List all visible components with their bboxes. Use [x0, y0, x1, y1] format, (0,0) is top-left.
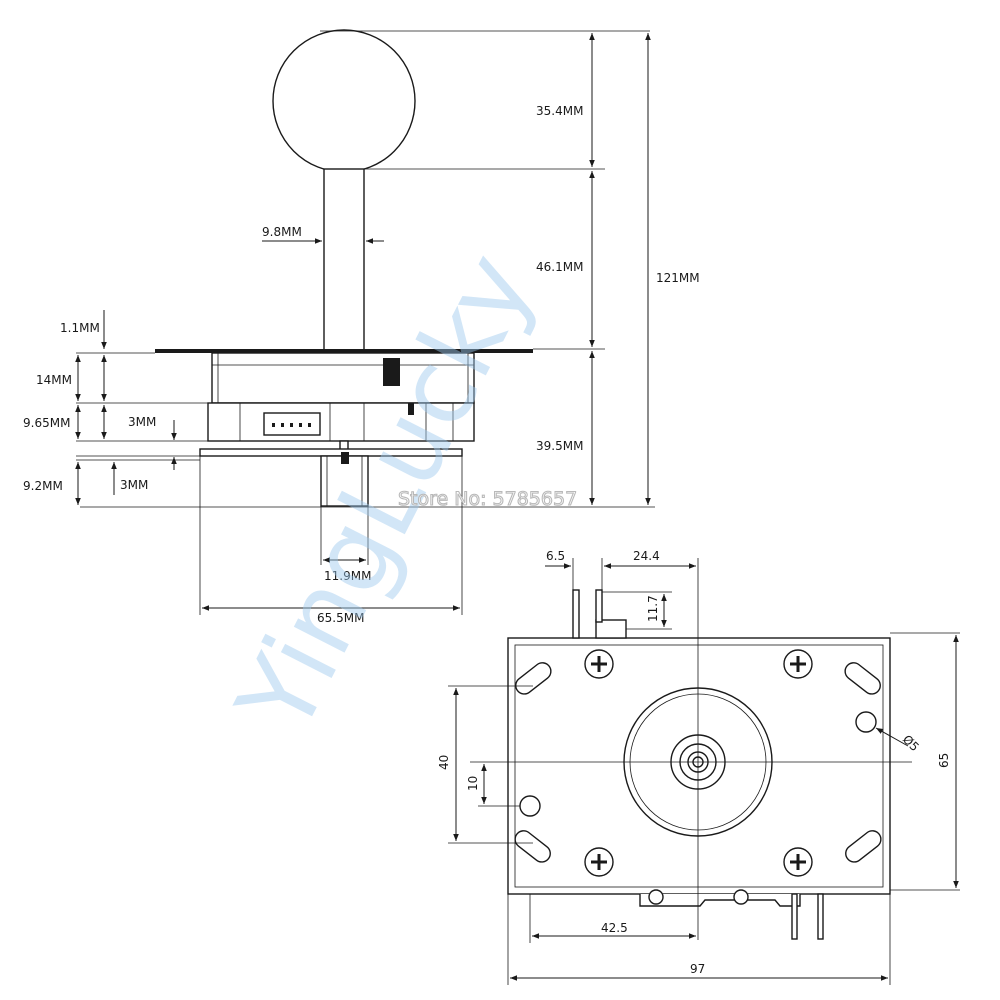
bottom-shaft-width-dimension: 11.9MM — [324, 569, 371, 583]
base-height-dimension: 39.5MM — [536, 439, 583, 453]
joystick-shaft — [323, 168, 365, 352]
screw-icon — [584, 847, 614, 877]
screw-icon — [783, 649, 813, 679]
total-height-dimension: 121MM — [656, 271, 700, 285]
tab-height-dimension: 11.7 — [646, 595, 660, 622]
bottom-view: 6.5 24.4 11.7 40 10 Ø5 65 42.5 97 — [437, 549, 960, 985]
gap-upper-dimension: 3MM — [128, 415, 156, 429]
tab-offset-dimension: 24.4 — [633, 549, 660, 563]
lower-body — [207, 402, 475, 442]
center-from-left-dimension: 42.5 — [601, 921, 628, 935]
joystick-ball — [272, 29, 416, 173]
store-watermark: Store No: 5785657 — [398, 488, 577, 510]
lower-body-dimension: 9.65MM — [23, 416, 70, 430]
mount-span-dimension: 40 — [437, 755, 451, 770]
plate-thickness-dimension: 1.1MM — [60, 321, 100, 335]
gap-lower-dimension: 3MM — [120, 478, 148, 492]
bottom-shaft — [320, 452, 369, 507]
screw-icon — [783, 847, 813, 877]
plate-width-dimension: 97 — [690, 962, 705, 976]
upper-body-dimension: 14MM — [36, 373, 72, 387]
plate-height-dimension: 65 — [937, 753, 951, 768]
screw-icon — [584, 649, 614, 679]
top-plate — [155, 349, 533, 353]
shaft-height-dimension: 46.1MM — [536, 260, 583, 274]
hole-diameter-dimension: Ø5 — [900, 732, 922, 754]
bottom-shaft-dimension: 9.2MM — [23, 479, 63, 493]
side-view: 35.4MM 9.8MM 46.1MM 121MM 1.1MM 14MM 9.6… — [23, 29, 700, 625]
ball-dimension: 35.4MM — [536, 104, 583, 118]
base-width-dimension: 65.5MM — [317, 611, 364, 625]
shaft-width-dimension: 9.8MM — [262, 225, 302, 239]
upper-body — [211, 352, 475, 404]
tab-gap-dimension: 6.5 — [546, 549, 565, 563]
center-offset-dimension: 10 — [466, 776, 480, 791]
